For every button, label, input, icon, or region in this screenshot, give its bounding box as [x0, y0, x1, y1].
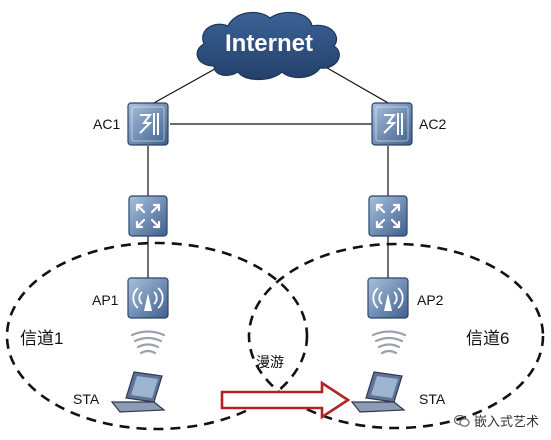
wifi-signal-icon: [371, 330, 407, 355]
laptop-station-icon: [350, 371, 406, 413]
link-internet-ac2: [321, 64, 391, 105]
link-internet-ac1: [151, 64, 223, 105]
coverage-area-channel6: [247, 242, 545, 430]
sta1-label: STA: [73, 391, 100, 407]
ac1-label: AC1: [93, 116, 121, 132]
links: [147, 64, 391, 278]
wechat-icon: [453, 414, 470, 427]
sta2-label: STA: [419, 391, 446, 407]
watermark-text: 嵌入式艺术: [473, 414, 539, 429]
coverage-area-channel1: [5, 241, 309, 431]
roaming-label: 漫游: [256, 354, 284, 370]
ap2-access-point-icon: [367, 277, 409, 319]
channel6-label: 信道6: [466, 329, 510, 348]
internet-label: Internet: [225, 30, 313, 57]
ac2-controller-icon: [371, 102, 413, 146]
switch1-icon: [128, 195, 168, 237]
ap1-access-point-icon: [127, 277, 169, 319]
wifi-signal-icon: [130, 330, 166, 355]
switch2-icon: [368, 195, 408, 237]
ac1-controller-icon: [127, 102, 169, 146]
roaming-arrow-icon: [220, 380, 351, 420]
ap2-label: AP2: [417, 292, 444, 308]
channel1-label: 信道1: [20, 329, 64, 348]
ac2-label: AC2: [419, 116, 447, 132]
internet-cloud-icon: Internet: [196, 11, 340, 81]
watermark: 嵌入式艺术: [453, 411, 539, 430]
ap1-label: AP1: [92, 292, 119, 308]
laptop-station-icon: [110, 371, 166, 413]
